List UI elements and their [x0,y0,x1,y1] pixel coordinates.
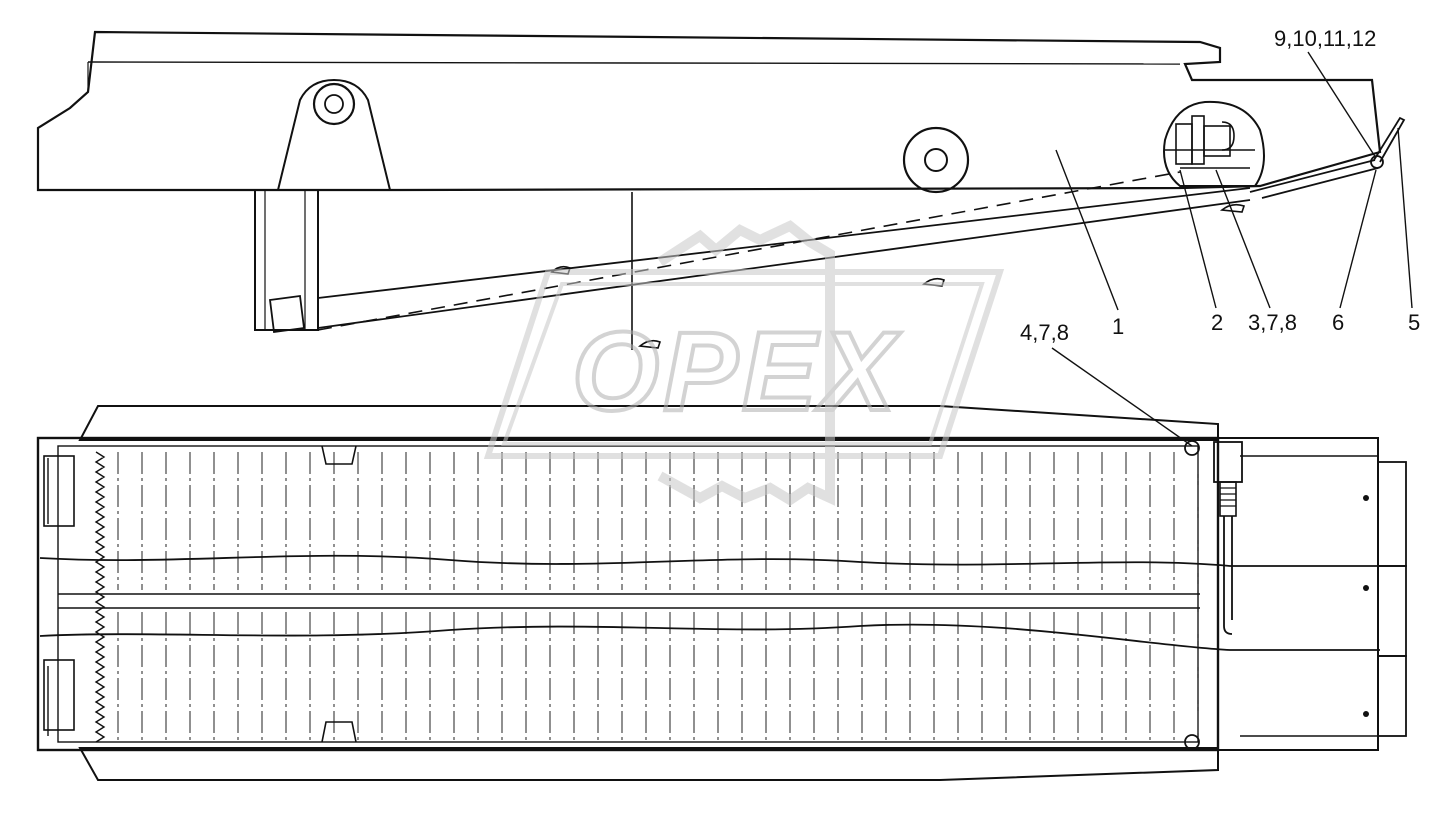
callout-6: 6 [1332,310,1344,335]
callout-9-10-11-12: 9,10,11,12 [1274,26,1376,51]
watermark-gear [657,220,835,506]
left-end-bracket [43,455,75,736]
hanging-post [254,190,319,334]
inclined-tray [317,187,1251,329]
plan-top-skirt [78,405,1219,441]
central-divider [58,593,1200,609]
watermark-frame [483,269,1005,459]
leader-lines [1051,51,1413,447]
right-extension [1217,437,1407,751]
lever-arm [1249,116,1406,199]
callout-5: 5 [1408,310,1420,335]
hidden-line [317,171,1181,331]
mechanism-cutaway [1163,100,1265,187]
watermark-logo: OPEX [483,220,1005,506]
plan-bottom-skirt [78,747,1219,781]
plan-view-assembly [36,405,1407,781]
callout-4-7-8: 4,7,8 [1020,320,1069,345]
side-view-assembly [36,30,1406,350]
pivot-boss [902,126,970,194]
callout-3-7-8: 3,7,8 [1248,310,1297,335]
break-line-lower [39,623,1380,651]
adjusting-screw [1213,441,1243,635]
callout-labels: 1 2 3,7,8 6 5 9,10,11,12 4,7,8 [1020,26,1420,345]
callout-2: 2 [1211,310,1223,335]
break-line-upper [39,554,1380,567]
slat-array [117,452,1199,740]
callout-1: 1 [1112,314,1124,339]
serrated-edge [94,451,106,743]
housing-side-outline [36,30,1382,192]
mounting-lug [276,78,392,191]
watermark-text: OPEX [572,309,902,434]
